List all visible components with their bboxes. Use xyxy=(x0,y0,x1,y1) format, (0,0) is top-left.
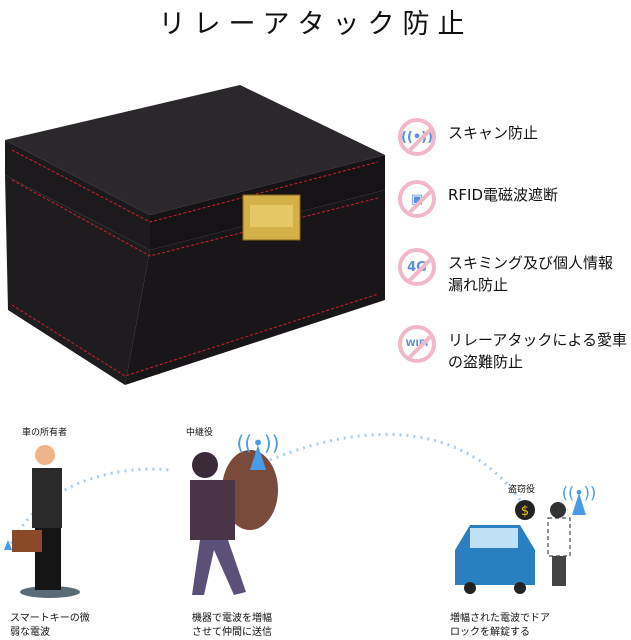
feature-rfid: ▣ RFID電磁波遮断 xyxy=(398,180,558,218)
car-thief-scene: $ ((•)) xyxy=(455,483,596,594)
relay-attack-illustration: ((•)) $ ((•)) xyxy=(4,431,596,598)
feature-scan: ((•)) スキャン防止 xyxy=(398,118,538,156)
feature-skimming: 4G スキミング及び個人情報漏れ防止 xyxy=(398,248,623,296)
relay-caption: 機器で電波を増幅させて仲間に送信 xyxy=(192,613,272,638)
relay-thief-figure: ((•)) xyxy=(190,431,280,595)
page-title: リレーアタック防止 xyxy=(158,9,473,40)
svg-text:((•)): ((•)) xyxy=(562,483,596,502)
owner-caption: スマートキーの微弱な電波 xyxy=(10,613,90,638)
car-owner-figure xyxy=(4,445,80,598)
thief-caption: 増幅された電波でドアロックを解錠する xyxy=(450,613,550,638)
relay-label: 中継役 xyxy=(186,428,214,438)
rfid-chip-blocked-icon: ▣ xyxy=(398,180,436,218)
owner-label: 車の所有者 xyxy=(22,428,68,438)
antenna-blocked-icon: ((•)) xyxy=(398,118,436,156)
svg-text:((•)): ((•)) xyxy=(236,431,279,455)
thief-label: 盗窃役 xyxy=(508,485,536,495)
feature-relay: WIFI リレーアタックによる愛車の盗難防止 xyxy=(398,325,631,373)
wifi-blocked-icon: WIFI xyxy=(398,325,436,363)
svg-text:$: $ xyxy=(521,504,529,519)
4g-blocked-icon: 4G xyxy=(398,248,436,286)
faraday-box-image xyxy=(5,85,385,385)
